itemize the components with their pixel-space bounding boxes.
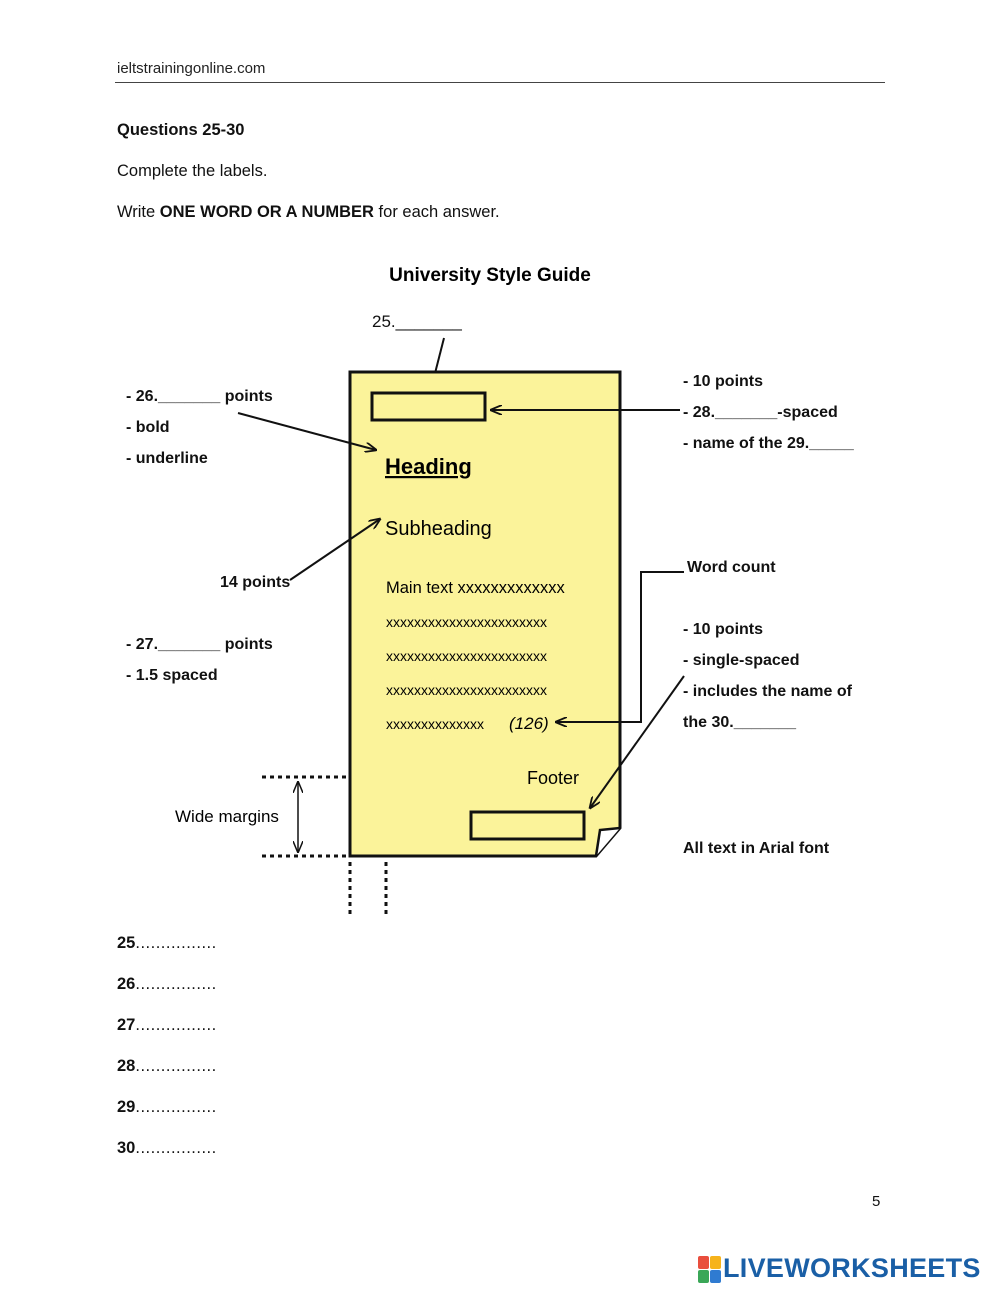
page-subheading: Subheading [385,518,492,540]
label-25: 25._______ [372,312,462,331]
page-fold [594,826,621,857]
label-29: - name of the 29._____ [683,435,855,452]
page-footer-label: Footer [527,768,579,788]
questions-title: Questions 25-30 [117,121,245,139]
label-27: - 27._______ points [126,636,273,653]
liveworksheets-logo: LIVEWORKSHEETS [698,1253,981,1284]
instruction-write: Write ONE WORD OR A NUMBER for each answ… [117,203,500,221]
page-main-line-5: xxxxxxxxxxxxxx [386,716,484,732]
site-url: ieltstrainingonline.com [117,60,266,77]
label-14-points: 14 points [220,574,290,591]
label-30: the 30._______ [683,714,797,731]
answer-line-29[interactable]: 29................ [117,1098,217,1116]
header-box [370,391,487,422]
label-28: - 28._______-spaced [683,404,838,421]
label-underline: - underline [126,450,208,467]
page-number: 5 [872,1193,881,1210]
answer-line-25[interactable]: 25................ [117,934,217,952]
arrow-14-points [289,519,380,581]
page-main-line-3: xxxxxxxxxxxxxxxxxxxxxxx [386,648,547,664]
instruction-complete: Complete the labels. [117,162,268,180]
label-single-spaced: - single-spaced [683,652,799,669]
style-guide-diagram: University Style Guide 25._______ Headin… [126,265,855,915]
label-wide-margins: Wide margins [175,807,279,826]
liveworksheets-wordmark: LIVEWORKSHEETS [723,1253,981,1283]
page-main-line-2: xxxxxxxxxxxxxxxxxxxxxxx [386,614,547,630]
arrow-word-count [556,571,684,722]
answer-line-26[interactable]: 26................ [117,975,217,993]
footer-box [469,810,586,841]
label-10-points-footer: - 10 points [683,621,763,638]
arrow-26 [237,412,376,450]
page-word-count-value: (126) [509,714,549,733]
arrow-footer [590,675,685,808]
label-26: - 26._______ points [126,388,273,405]
label-word-count: Word count [687,559,776,576]
label-bold: - bold [126,419,170,436]
header-divider [115,82,885,83]
label-10-points-header: - 10 points [683,373,763,390]
answer-line-27[interactable]: 27................ [117,1016,217,1034]
page-main-line-1: Main text xxxxxxxxxxxxx [386,579,566,597]
label-includes-name: - includes the name of [683,683,853,700]
answer-line-30[interactable]: 30................ [117,1139,217,1157]
label-arial-font: All text in Arial font [683,840,830,857]
label-spacing: - 1.5 spaced [126,667,218,684]
diagram-title: University Style Guide [389,265,591,286]
liveworksheets-icon [698,1255,721,1283]
answer-line-28[interactable]: 28................ [117,1057,217,1075]
page-main-line-4: xxxxxxxxxxxxxxxxxxxxxxx [386,682,547,698]
page-heading: Heading [385,454,472,479]
